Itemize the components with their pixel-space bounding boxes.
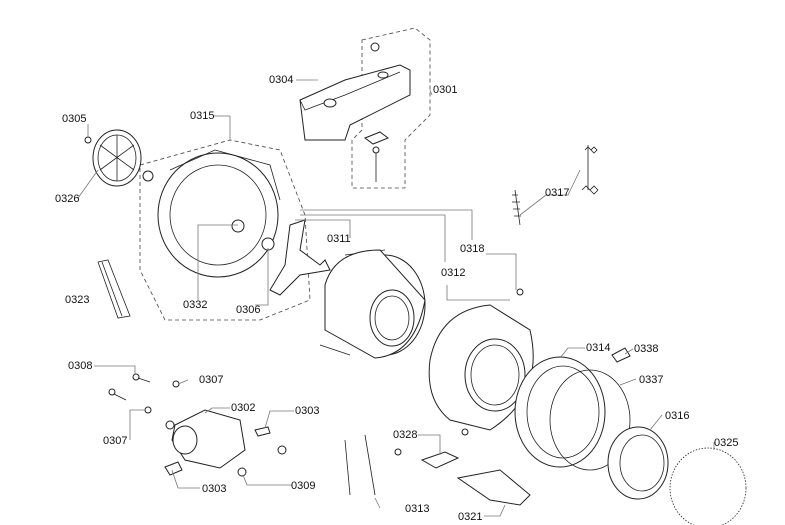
pulley-wheel <box>84 129 142 187</box>
drive-belt <box>97 259 131 319</box>
label-0305: 0305 <box>62 113 87 125</box>
label-0328: 0328 <box>393 429 418 441</box>
label-0313: 0313 <box>405 503 430 515</box>
suspension-bracket <box>269 219 331 296</box>
label-0325: 0325 <box>714 437 739 449</box>
label-0315: 0315 <box>190 110 215 122</box>
hardware <box>108 288 631 506</box>
door-gasket <box>607 426 669 500</box>
label-0303a: 0303 <box>295 405 320 417</box>
springs <box>512 145 599 226</box>
label-0316: 0316 <box>665 410 690 422</box>
drum <box>319 249 426 359</box>
label-0337: 0337 <box>639 374 664 386</box>
label-0302: 0302 <box>231 402 256 414</box>
front-tub <box>428 304 534 436</box>
motor <box>165 409 246 469</box>
label-0314: 0314 <box>586 342 611 354</box>
label-0308: 0308 <box>68 360 93 372</box>
label-0303b: 0303 <box>202 483 227 495</box>
label-0326: 0326 <box>55 193 80 205</box>
clamp-ring <box>669 447 747 525</box>
label-0318: 0318 <box>460 243 485 255</box>
label-0312: 0312 <box>441 267 466 279</box>
label-0317: 0317 <box>545 187 570 199</box>
front-ring <box>514 356 631 471</box>
rear-tub-group <box>139 139 311 321</box>
leader-lines <box>77 79 715 517</box>
label-0307b: 0307 <box>103 435 128 447</box>
label-0304: 0304 <box>269 74 294 86</box>
counterweight-group <box>299 27 431 189</box>
label-0307a: 0307 <box>199 374 224 386</box>
label-0311: 0311 <box>327 233 351 245</box>
label-0323: 0323 <box>65 294 90 306</box>
label-0301: 0301 <box>433 84 458 96</box>
label-0309: 0309 <box>291 480 316 492</box>
label-0306: 0306 <box>236 304 261 316</box>
label-0321: 0321 <box>458 511 483 523</box>
label-0338: 0338 <box>634 343 659 355</box>
label-0332: 0332 <box>183 299 208 311</box>
